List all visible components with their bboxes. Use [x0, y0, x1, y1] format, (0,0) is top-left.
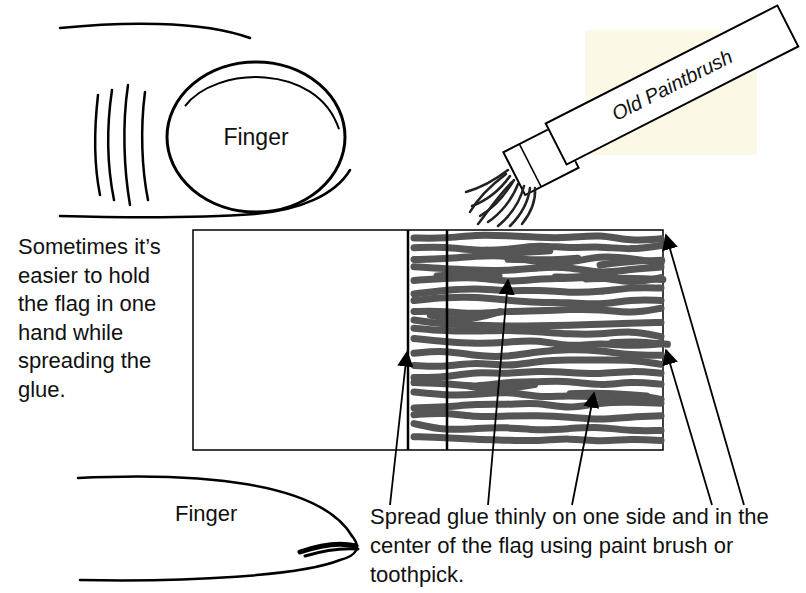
glue-stroke	[414, 424, 661, 431]
glue-stroke	[414, 308, 661, 313]
fold-line	[407, 230, 410, 450]
leader-arrows	[390, 235, 744, 505]
glue-stroke	[586, 278, 663, 279]
glue-stroke	[414, 402, 661, 408]
glue-stroke	[467, 385, 535, 390]
glue-stroke	[414, 350, 661, 357]
glue-stroke	[430, 312, 500, 320]
instruction-text: Spread glue thinly on one side and in th…	[370, 502, 770, 589]
glue-stroke	[414, 413, 661, 419]
glue-stroke	[414, 371, 661, 377]
node-text: Finger	[223, 124, 288, 151]
flag	[193, 230, 663, 450]
glue-stroke	[612, 342, 668, 344]
glue-stroke	[486, 250, 550, 252]
glue-strokes	[414, 235, 667, 441]
glue-stroke	[414, 288, 661, 294]
part-name: Finger	[175, 500, 285, 528]
glue-stroke	[414, 267, 661, 272]
finger-drawing	[78, 476, 358, 580]
glue-stroke	[414, 235, 661, 240]
glue-stroke	[414, 297, 661, 304]
glue-stroke	[414, 437, 661, 441]
glue-stroke	[414, 360, 661, 366]
brush-bristles	[466, 170, 535, 226]
glue-stroke	[414, 328, 661, 336]
note-text: Sometimes it’s easier to hold the flag i…	[18, 233, 186, 404]
fingernail: Finger	[165, 60, 347, 214]
fold-line	[446, 230, 449, 450]
finger-drawing	[60, 24, 350, 218]
glue-stroke	[414, 392, 661, 399]
glue-stroke	[570, 393, 646, 396]
glue-stroke	[508, 258, 578, 259]
glue-stroke	[600, 260, 662, 265]
